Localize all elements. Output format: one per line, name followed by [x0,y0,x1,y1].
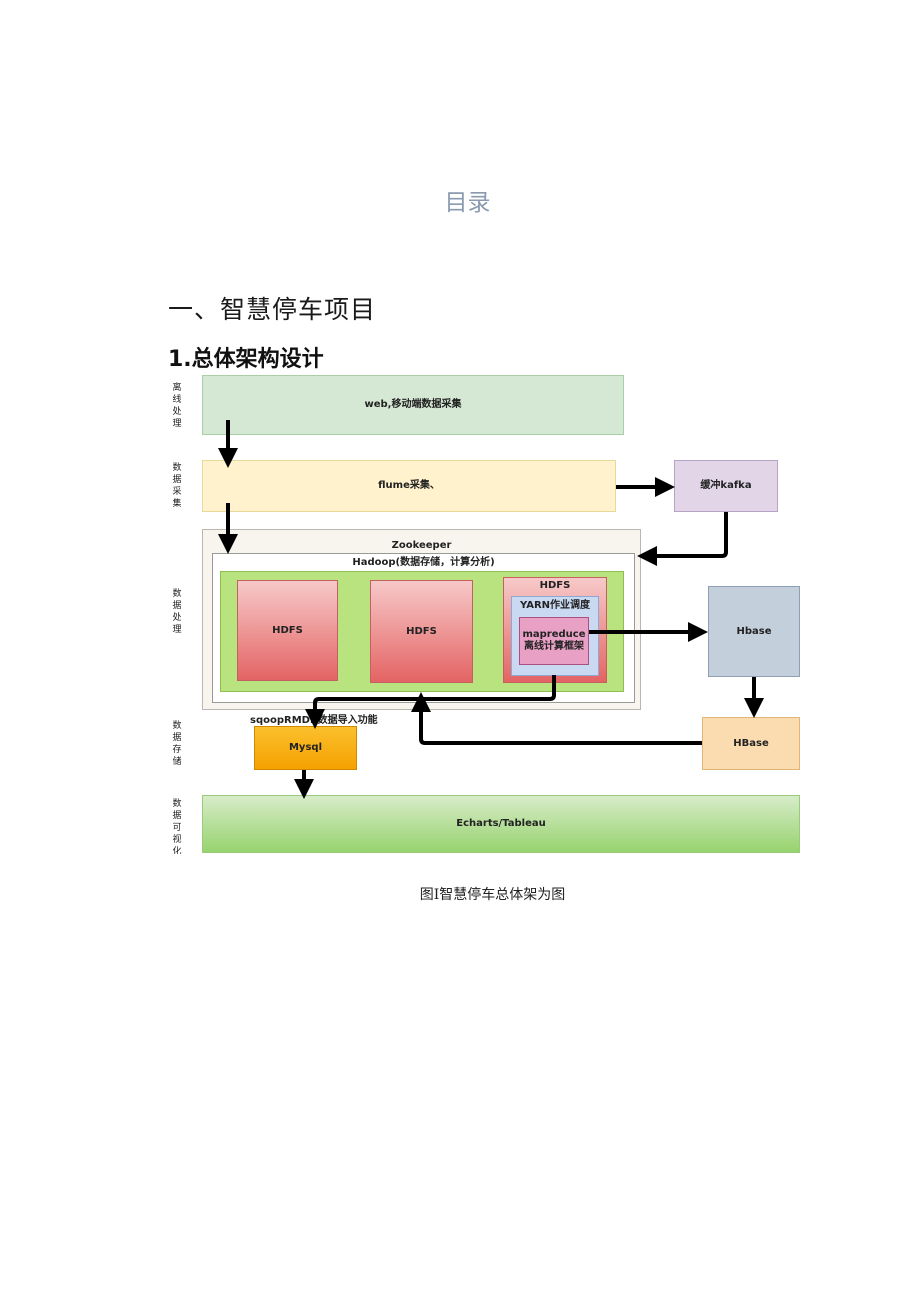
subsection-heading: 1.总体架构设计 [168,347,324,372]
offline-compute-label: 离线计算框架 [524,641,584,652]
echarts-box: Echarts/Tableau [202,795,800,853]
hadoop-label: Hadoop(数据存储，计算分析) [352,557,495,568]
architecture-diagram: 离线处理 数据采集 数据处理 数据存储 数据可视化 web,移动端数据采集 fl… [165,370,805,858]
hdfs-node-1: HDFS [237,580,338,681]
arrow-kafka-to-hadoop [637,512,728,566]
kafka-box: 缓冲kafka [674,460,778,512]
mapreduce-label: mapreduce [522,629,586,640]
side-label-collect: 数据采集 [172,463,182,509]
side-label-visual: 数据可视化 [172,799,182,854]
arrow-hbase-to-hdfs [411,692,702,745]
diagram-arrows [218,420,764,799]
web-collect-box: web,移动端数据采集 [202,375,624,435]
toc-title: 目录 [444,190,491,216]
yarn-label: YARN作业调度 [519,600,591,611]
hdfs-node-2: HDFS [370,580,473,683]
side-label-storage: 数据存储 [172,721,182,767]
hbase-lower-box: HBase [702,717,800,770]
hbase-upper-box: Hbase [708,586,800,677]
figure-caption: 图I智慧停车总体架为图 [419,887,566,903]
side-label-offline: 离线处理 [172,383,182,429]
arrow-mapreduce-to-mysql [305,675,556,729]
hdfs-node-3-label: HDFS [539,580,571,591]
mapreduce-box: mapreduce 离线计算框架 [519,617,589,665]
zookeeper-label: Zookeeper [391,540,452,551]
side-label-process: 数据处理 [172,589,182,635]
flume-box: flume采集、 [202,460,616,512]
section-heading: 一、智慧停车项目 [168,295,377,324]
